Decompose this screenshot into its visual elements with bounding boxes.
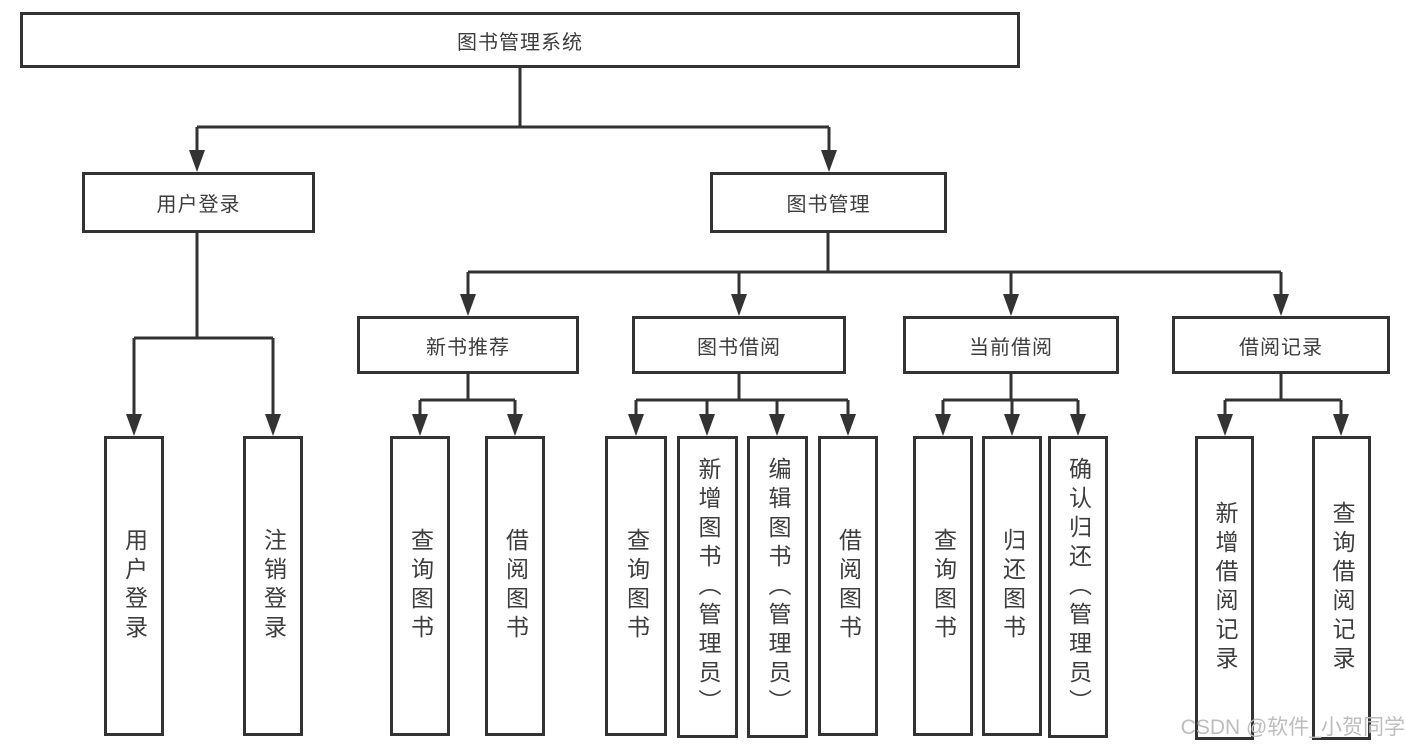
connector-userlogin-to-leaves [126, 233, 281, 436]
leaf-nb-query-books: 查询图书 [390, 436, 450, 736]
leaf-br-add-record-label: 新增借阅记录 [1212, 501, 1238, 675]
leaf-cb-query-books-label: 查询图书 [930, 528, 957, 644]
leaf-nb-borrow-books-label: 借阅图书 [502, 528, 529, 644]
leaf-bb-edit-books-label: 编辑图书（管理员） [765, 456, 791, 718]
connector-newbooks-to-leaves [412, 374, 523, 436]
leaf-br-query-record-label: 查询借阅记录 [1329, 501, 1355, 675]
leaf-logout: 注销登录 [243, 436, 303, 736]
connector-bookmgmt-to-level3 [460, 233, 1289, 316]
node-root-label: 图书管理系统 [457, 31, 583, 54]
node-user-login-group-label: 用户登录 [156, 194, 241, 216]
node-new-books: 新书推荐 [357, 316, 579, 374]
leaf-nb-borrow-books: 借阅图书 [485, 436, 545, 736]
leaf-bb-edit-books: 编辑图书（管理员） [747, 436, 808, 738]
leaf-nb-query-books-label: 查询图书 [407, 528, 434, 644]
connector-bookborrow-to-leaves [628, 374, 856, 436]
node-current-borrow: 当前借阅 [903, 316, 1119, 374]
node-book-borrow-label: 图书借阅 [697, 336, 781, 359]
leaf-bb-borrow-books-label: 借阅图书 [835, 528, 862, 644]
node-borrow-records-label: 借阅记录 [1239, 336, 1323, 359]
leaf-cb-return-books: 归还图书 [982, 436, 1042, 736]
leaf-cb-confirm-return-label: 确认归还（管理员） [1065, 456, 1092, 718]
leaf-bb-add-books: 新增图书（管理员） [677, 436, 738, 738]
leaf-cb-confirm-return: 确认归还（管理员） [1048, 436, 1108, 738]
connector-borrowrecords-to-leaves [1217, 374, 1349, 436]
leaf-bb-borrow-books: 借阅图书 [818, 436, 878, 736]
leaf-user-login: 用户登录 [104, 436, 164, 736]
leaf-bb-query-books: 查询图书 [605, 436, 667, 736]
leaf-bb-add-books-label: 新增图书（管理员） [695, 456, 721, 718]
leaf-br-add-record: 新增借阅记录 [1195, 436, 1254, 740]
node-user-login-group: 用户登录 [82, 172, 315, 233]
connector-currentborrow-to-leaves [935, 374, 1086, 436]
leaf-cb-return-books-label: 归还图书 [999, 528, 1026, 644]
csdn-watermark: CSDN @软件_小贺同学 [1180, 716, 1405, 739]
node-current-borrow-label: 当前借阅 [969, 336, 1053, 359]
leaf-logout-label: 注销登录 [260, 528, 287, 644]
leaf-user-login-label: 用户登录 [121, 528, 148, 644]
leaf-bb-query-books-label: 查询图书 [623, 528, 650, 644]
leaf-cb-query-books: 查询图书 [913, 436, 973, 736]
node-new-books-label: 新书推荐 [426, 336, 510, 359]
connector-root-to-level2 [189, 68, 837, 172]
node-book-borrow: 图书借阅 [632, 316, 846, 374]
leaf-br-query-record: 查询借阅记录 [1312, 436, 1371, 740]
node-borrow-records: 借阅记录 [1172, 316, 1390, 374]
node-root: 图书管理系统 [20, 12, 1020, 68]
node-book-mgmt-group: 图书管理 [710, 172, 947, 233]
node-book-mgmt-group-label: 图书管理 [786, 194, 871, 216]
